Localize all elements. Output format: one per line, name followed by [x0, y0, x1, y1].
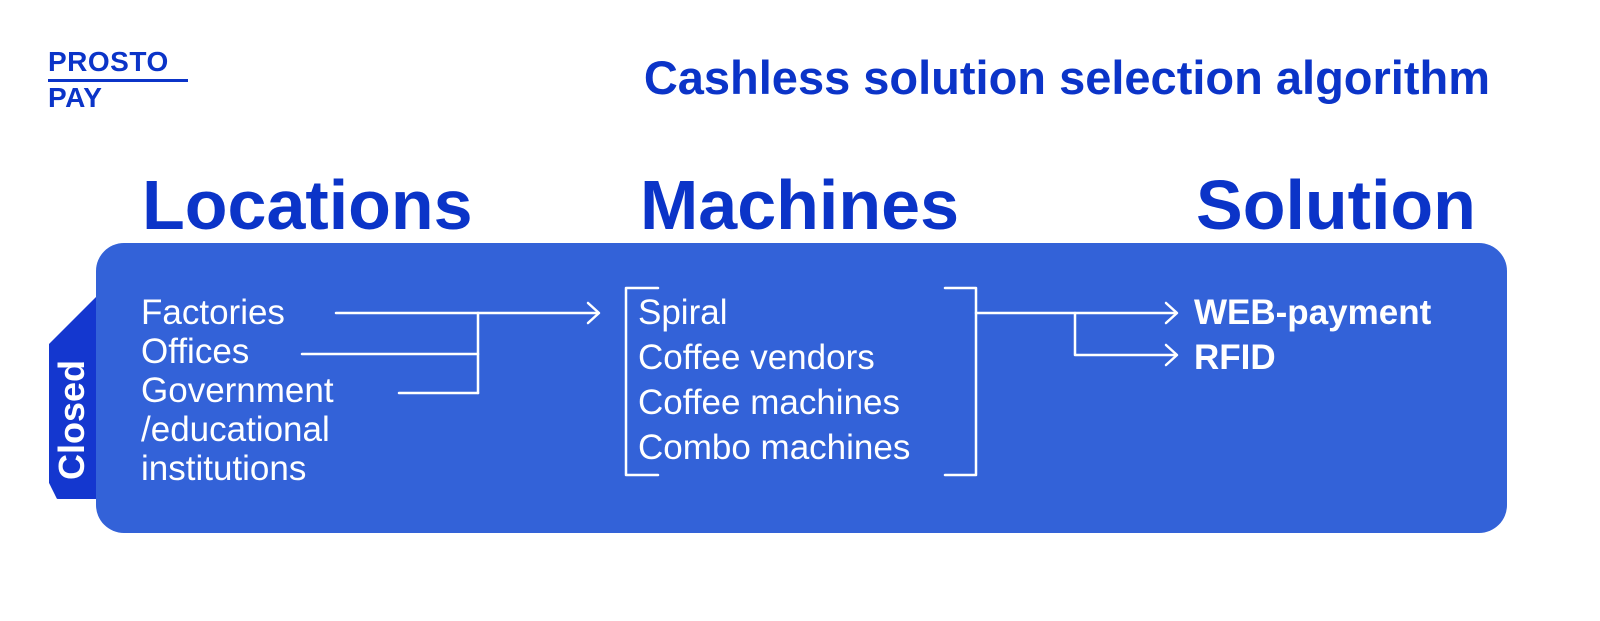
logo-line-2: PAY	[48, 82, 103, 113]
arrowhead-rfid	[1164, 343, 1179, 367]
bracket-left	[624, 286, 660, 477]
arrowhead-web-payment	[1164, 301, 1179, 325]
location-institutions: institutions	[141, 449, 307, 488]
arrowhead-to-machines	[586, 301, 601, 325]
column-heading-machines: Machines	[640, 166, 959, 244]
bracket-right	[943, 286, 978, 477]
location-educational: /educational	[141, 410, 330, 449]
column-heading-locations: Locations	[142, 166, 473, 244]
diagram-panel	[96, 243, 1507, 533]
connector-to-rfid	[1073, 311, 1178, 357]
solution-rfid: RFID	[1194, 338, 1276, 377]
machine-combo-machines: Combo machines	[638, 428, 911, 467]
page-title: Cashless solution selection algorithm	[643, 51, 1490, 104]
location-factories: Factories	[141, 293, 285, 332]
column-heading-solution: Solution	[1196, 166, 1476, 244]
logo-line-1: PROSTO	[48, 46, 188, 82]
machine-spiral: Spiral	[638, 293, 728, 332]
location-government: Government	[141, 371, 334, 410]
solution-web-payment: WEB-payment	[1194, 293, 1432, 332]
location-offices: Offices	[141, 332, 250, 371]
machine-coffee-machines: Coffee machines	[638, 383, 901, 422]
prostopay-logo: PROSTO PAY	[48, 46, 188, 114]
machine-coffee-vendors: Coffee vendors	[638, 338, 875, 377]
